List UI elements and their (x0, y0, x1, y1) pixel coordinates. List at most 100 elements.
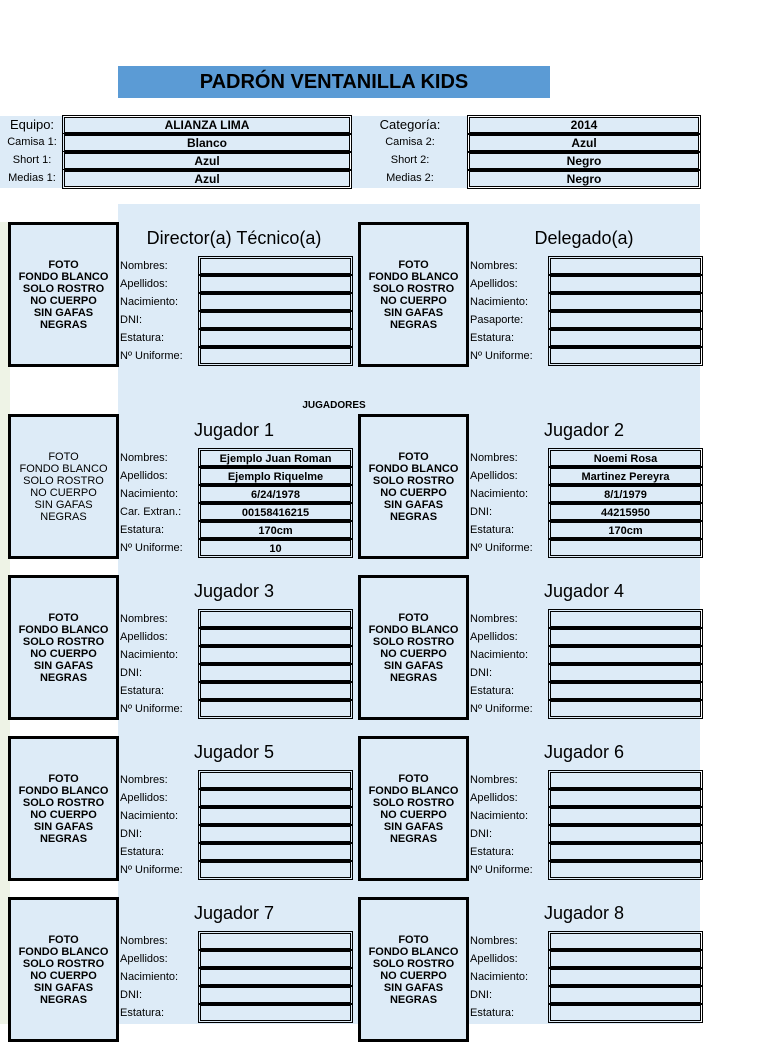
field-input[interactable] (548, 860, 703, 880)
team-field-value[interactable]: 2014 (467, 115, 701, 135)
field-input[interactable] (198, 663, 353, 683)
field-input[interactable] (548, 967, 703, 987)
field-label: Estatura: (470, 685, 515, 697)
person-title: Delegado(a) (534, 228, 634, 248)
team-field-value[interactable]: Negro (467, 169, 701, 189)
field-label: Nacimiento: (120, 810, 179, 822)
field-label: Apellidos: (120, 470, 168, 482)
field-label: Estatura: (120, 332, 165, 344)
field-input[interactable] (548, 256, 703, 276)
field-input[interactable] (198, 699, 353, 719)
photo-instruction-text: FOTO (48, 611, 79, 624)
photo-instruction-text: FONDO BLANCO (18, 270, 109, 283)
team-field-value[interactable]: Blanco (62, 133, 352, 153)
field-input[interactable] (548, 538, 703, 558)
field-input[interactable] (548, 627, 703, 647)
field-input[interactable] (198, 806, 353, 826)
field-input[interactable] (198, 346, 353, 366)
field-input[interactable]: 10 (198, 538, 353, 558)
field-input[interactable]: 44215950 (548, 502, 703, 522)
field-input[interactable] (548, 663, 703, 683)
field-input[interactable] (198, 310, 353, 330)
field-input[interactable] (198, 949, 353, 969)
field-input[interactable] (198, 292, 353, 312)
field-input[interactable] (198, 788, 353, 808)
field-input[interactable]: 8/1/1979 (548, 484, 703, 504)
field-label: Estatura: (470, 1007, 515, 1019)
field-input[interactable]: Ejemplo Riquelme (198, 466, 353, 486)
field-input[interactable] (548, 788, 703, 808)
team-field-value[interactable]: ALIANZA LIMA (62, 115, 352, 135)
team-field-value[interactable]: Azul (62, 151, 352, 171)
field-input[interactable] (548, 1003, 703, 1023)
field-input[interactable] (198, 274, 353, 294)
field-input[interactable] (198, 931, 353, 951)
team-field-value[interactable]: Azul (62, 169, 352, 189)
field-input[interactable]: Ejemplo Juan Roman (198, 448, 353, 468)
field-input[interactable] (548, 292, 703, 312)
field-label: DNI: (120, 314, 142, 326)
field-input[interactable] (548, 985, 703, 1005)
field-input[interactable] (548, 949, 703, 969)
field-input[interactable] (548, 824, 703, 844)
field-input[interactable] (198, 609, 353, 629)
field-input[interactable] (198, 627, 353, 647)
field-input[interactable] (548, 699, 703, 719)
field-input[interactable] (198, 328, 353, 348)
person-title: Jugador 2 (543, 420, 625, 440)
field-input[interactable]: 6/24/1978 (198, 484, 353, 504)
person-title: Jugador 8 (543, 903, 625, 923)
field-input[interactable] (548, 310, 703, 330)
field-input[interactable] (198, 1003, 353, 1023)
field-input[interactable] (198, 681, 353, 701)
field-label: Nº Uniforme: (470, 864, 533, 876)
field-label: Nacimiento: (120, 649, 179, 661)
field-input[interactable] (198, 770, 353, 790)
field-input[interactable] (548, 681, 703, 701)
field-label: Apellidos: (120, 631, 168, 643)
photo-instruction-text: FONDO BLANCO (19, 462, 108, 475)
field-input[interactable] (548, 274, 703, 294)
field-input[interactable] (548, 328, 703, 348)
field-input[interactable] (198, 645, 353, 665)
field-input[interactable] (548, 842, 703, 862)
field-input[interactable]: Martinez Pereyra (548, 466, 703, 486)
field-input[interactable] (198, 256, 353, 276)
field-input[interactable]: 170cm (198, 520, 353, 540)
field-label: Nº Uniforme: (470, 350, 533, 362)
field-input[interactable] (548, 806, 703, 826)
field-input[interactable] (548, 346, 703, 366)
photo-instruction-text: FOTO (398, 611, 429, 624)
field-input[interactable]: 00158416215 (198, 502, 353, 522)
photo-instruction-text: SOLO ROSTRO (23, 474, 104, 487)
field-input[interactable]: Noemi Rosa (548, 448, 703, 468)
field-input[interactable] (198, 860, 353, 880)
field-input[interactable] (548, 609, 703, 629)
team-field-value[interactable]: Negro (467, 151, 701, 171)
field-input[interactable] (198, 967, 353, 987)
team-field-label: Categoría: (352, 116, 468, 134)
field-input[interactable] (548, 645, 703, 665)
photo-instruction-text: SOLO ROSTRO (372, 635, 455, 648)
photo-instruction-text: NO CUERPO (30, 486, 97, 499)
field-input[interactable] (548, 931, 703, 951)
photo-instruction-text: SIN GAFAS NEGRAS (33, 820, 94, 845)
field-label: Nombres: (470, 260, 518, 272)
team-field-value[interactable]: Azul (467, 133, 701, 153)
photo-instruction-text: SOLO ROSTRO (22, 796, 105, 809)
field-input[interactable]: 170cm (548, 520, 703, 540)
photo-instruction-text: FONDO BLANCO (18, 945, 109, 958)
person-title: Jugador 3 (193, 581, 275, 601)
field-input[interactable] (548, 770, 703, 790)
field-input[interactable] (198, 842, 353, 862)
field-label: Nº Uniforme: (120, 542, 183, 554)
field-input[interactable] (198, 985, 353, 1005)
photo-instruction-text: FOTO (398, 450, 429, 463)
person-title: Jugador 7 (193, 903, 275, 923)
page-title: PADRÓN VENTANILLA KIDS (118, 66, 550, 98)
field-input[interactable] (198, 824, 353, 844)
